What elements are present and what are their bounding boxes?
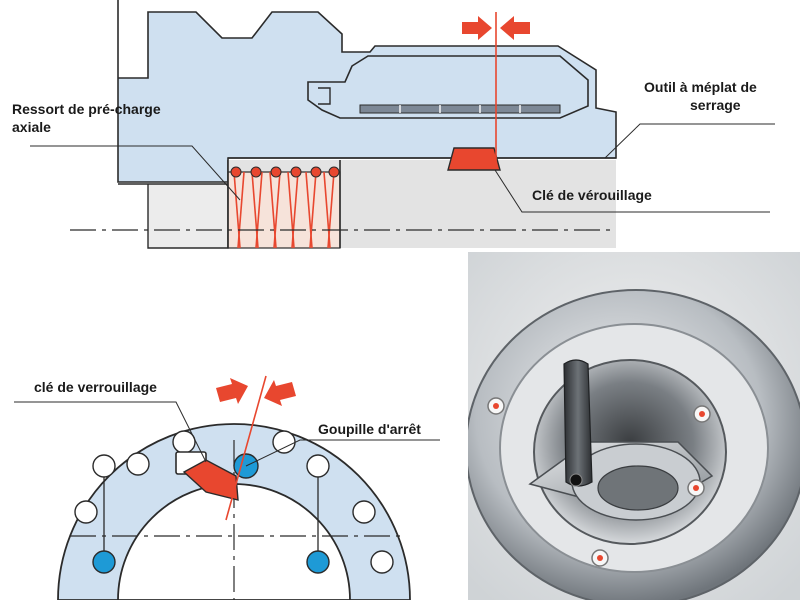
bottom-force-axis: [225, 375, 267, 521]
tool-label-line2: serrage: [690, 97, 741, 113]
spring-label-line2: axiale: [12, 119, 51, 135]
locking-key-front: [182, 459, 239, 501]
ball-row: [359, 104, 561, 114]
photo-screws: [487, 397, 711, 567]
pin-connectors: [103, 477, 319, 560]
red-opposing-arrows-icon: [462, 16, 530, 40]
bolt-holes: [74, 430, 394, 574]
photo-locking-key: [563, 359, 593, 487]
spring-housing: [227, 171, 341, 249]
photo-key-hole: [569, 473, 583, 487]
clamping-collar: [307, 55, 589, 119]
tool-leader: [604, 123, 775, 159]
tool-label-line1: Outil à méplat de: [644, 79, 757, 95]
photo-inner-bore: [597, 465, 679, 511]
front-key-leader: [14, 401, 207, 463]
top-cross-section: [30, 0, 775, 249]
spring-coil-tops: [230, 166, 340, 178]
locking-key-top: [447, 147, 501, 171]
collar-groove: [318, 87, 331, 105]
pin-label: Goupille d'arrêt: [318, 421, 421, 437]
chuck-photo: [468, 252, 800, 600]
key-label-top: Clé de vérouillage: [532, 187, 652, 203]
left-shaft: [118, 183, 229, 249]
key-label-bottom: clé de verrouillage: [34, 379, 157, 395]
spring-leader: [30, 145, 241, 201]
spring-label-line1: Ressort de pré-charge: [12, 101, 161, 117]
pin-leader: [245, 439, 440, 467]
red-opposing-arrows-icon: [216, 378, 296, 406]
bottom-front-view: [14, 375, 440, 600]
preload-spring: [233, 171, 335, 249]
key-leader: [494, 169, 770, 213]
